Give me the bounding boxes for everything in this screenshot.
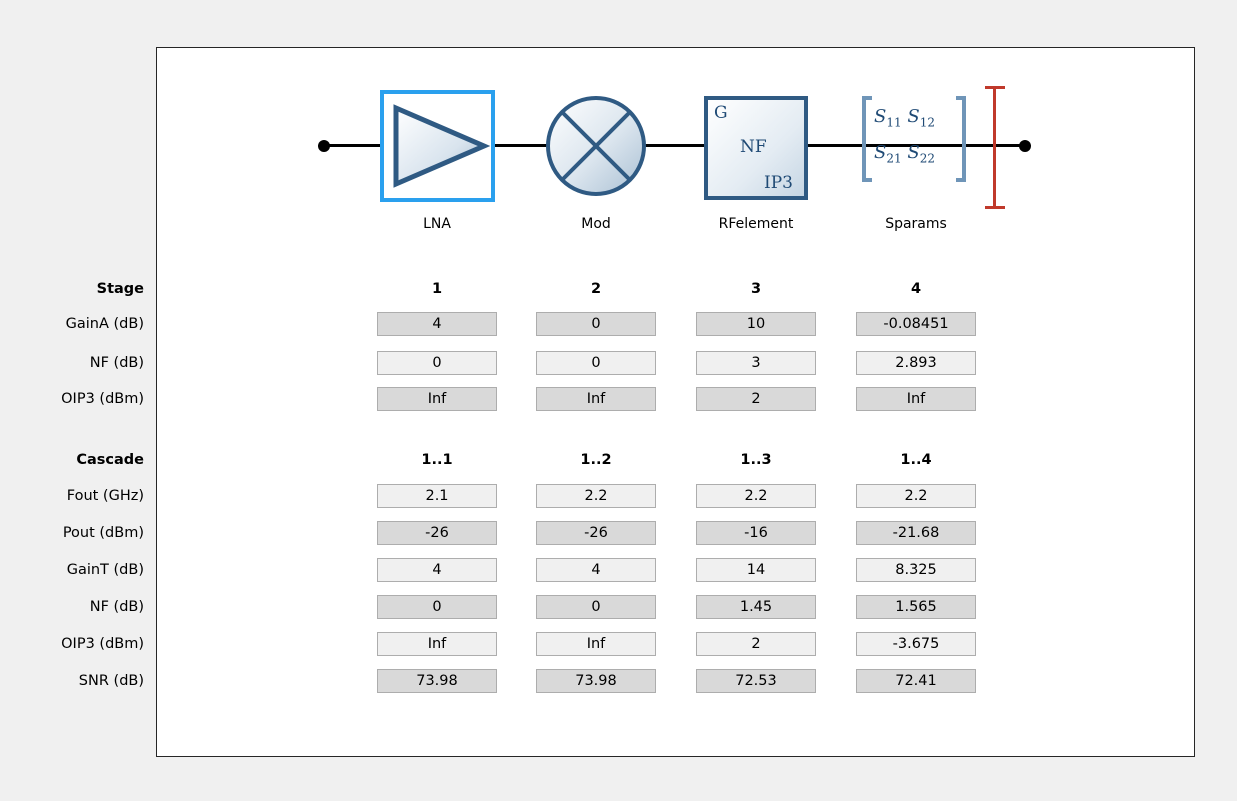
stage-cell: 0 [536, 312, 656, 336]
cascade-header-label: Cascade [76, 452, 144, 468]
element-label-mod: Mod [581, 216, 611, 232]
cascade-cell: 2.2 [536, 484, 656, 508]
cascade-col-head: 1..3 [740, 452, 772, 468]
rfelement-ip3-text: IP3 [764, 173, 793, 193]
rf-budget-panel [156, 47, 1195, 757]
sparams-row-1: S11 S12 [874, 106, 935, 130]
stage-col-head: 2 [590, 281, 602, 297]
stage-cell: 4 [377, 312, 497, 336]
input-port-dot[interactable] [318, 140, 330, 152]
cascade-row-label: Fout (GHz) [66, 488, 144, 504]
stage-cell: -0.08451 [856, 312, 976, 336]
terminator-cap-bottom [985, 206, 1005, 209]
stage-header-label: Stage [96, 281, 144, 297]
cascade-cell: 0 [536, 595, 656, 619]
cascade-cell: -3.675 [856, 632, 976, 656]
mod-mixer-icon[interactable] [544, 94, 648, 198]
cascade-col-head: 1..1 [421, 452, 453, 468]
sparams-row-2: S21 S22 [874, 142, 935, 166]
cascade-cell: -26 [377, 521, 497, 545]
cascade-cell: 72.41 [856, 669, 976, 693]
stage-cell: 2.893 [856, 351, 976, 375]
cascade-cell: 73.98 [536, 669, 656, 693]
stage-cell: 10 [696, 312, 816, 336]
stage-col-head: 3 [750, 281, 762, 297]
stage-row-label: NF (dB) [89, 355, 144, 371]
cascade-row-label: NF (dB) [89, 599, 144, 615]
cascade-cell: 4 [536, 558, 656, 582]
element-label-lna: LNA [423, 216, 451, 232]
stage-cell: Inf [536, 387, 656, 411]
stage-cell: 2 [696, 387, 816, 411]
cascade-cell: 2.2 [856, 484, 976, 508]
element-label-sparams: Sparams [885, 216, 947, 232]
cascade-cell: -21.68 [856, 521, 976, 545]
sparams-left-bracket [862, 96, 872, 182]
cascade-row-label: GainT (dB) [66, 562, 144, 578]
stage-row-label: OIP3 (dBm) [61, 391, 144, 407]
cascade-cell: -26 [536, 521, 656, 545]
cascade-row-label: OIP3 (dBm) [61, 636, 144, 652]
terminator-cap-top [985, 86, 1005, 89]
cascade-cell: 1.565 [856, 595, 976, 619]
stage-cell: 0 [536, 351, 656, 375]
element-label-rfelement: RFelement [718, 216, 794, 232]
cascade-cell: Inf [377, 632, 497, 656]
stage-row-label: GainA (dB) [65, 316, 144, 332]
rfelement-g-text: G [714, 103, 728, 123]
cascade-cell: 4 [377, 558, 497, 582]
cascade-cell: -16 [696, 521, 816, 545]
cascade-row-label: Pout (dBm) [62, 525, 144, 541]
cascade-cell: 14 [696, 558, 816, 582]
lna-amplifier-icon[interactable] [380, 90, 495, 202]
sparams-matrix-icon[interactable]: S11 S12 S21 S22 [862, 96, 966, 184]
cascade-col-head: 1..4 [900, 452, 932, 468]
rfelement-nf-text: NF [740, 137, 767, 157]
cascade-cell: Inf [536, 632, 656, 656]
stage-col-head: 1 [431, 281, 443, 297]
rfelement-block-icon[interactable]: G NF IP3 [704, 96, 808, 200]
cascade-cell: 2.1 [377, 484, 497, 508]
cascade-cell: 72.53 [696, 669, 816, 693]
cascade-cell: 8.325 [856, 558, 976, 582]
terminator-bar [993, 88, 996, 208]
sparams-right-bracket [956, 96, 966, 182]
stage-col-head: 4 [910, 281, 922, 297]
output-port-dot[interactable] [1019, 140, 1031, 152]
cascade-cell: 1.45 [696, 595, 816, 619]
cascade-cell: 2.2 [696, 484, 816, 508]
cascade-row-label: SNR (dB) [78, 673, 144, 689]
cascade-col-head: 1..2 [580, 452, 612, 468]
signal-wire [323, 144, 1029, 147]
cascade-cell: 0 [377, 595, 497, 619]
stage-cell: Inf [856, 387, 976, 411]
stage-cell: Inf [377, 387, 497, 411]
cascade-cell: 73.98 [377, 669, 497, 693]
cascade-cell: 2 [696, 632, 816, 656]
stage-cell: 0 [377, 351, 497, 375]
stage-cell: 3 [696, 351, 816, 375]
